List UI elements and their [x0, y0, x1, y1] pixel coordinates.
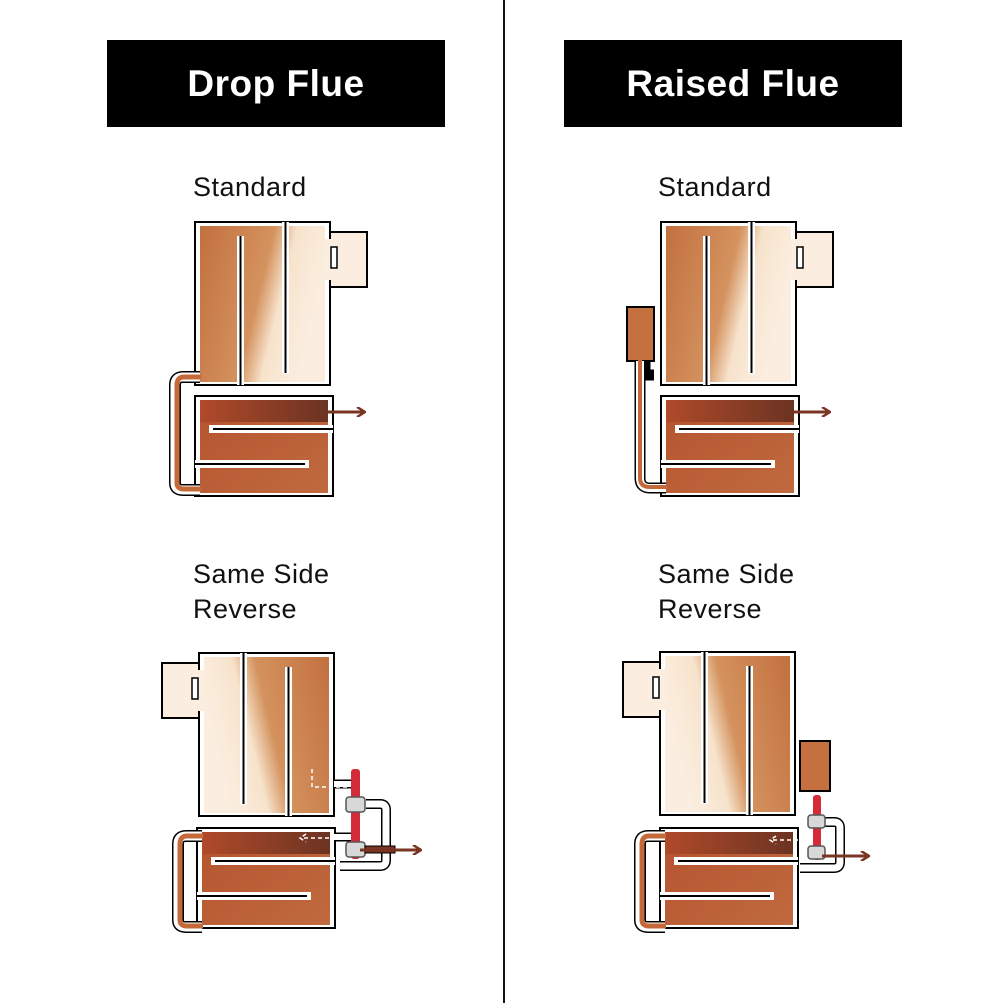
raised-flue-standard-diagram — [626, 221, 834, 497]
valve-icon — [807, 814, 826, 829]
drop-flue-standard-diagram — [169, 221, 368, 497]
raised-flue-reverse-diagram — [622, 651, 868, 933]
raised-reverse-label-2: Reverse — [658, 594, 763, 624]
valve-icon — [345, 796, 366, 813]
cylinder-coil — [196, 827, 336, 929]
raised-reverse-label-1: Same Side — [658, 559, 795, 589]
cylinder-top — [194, 221, 368, 386]
cylinder-coil — [194, 395, 334, 497]
drop-flue-title: Drop Flue — [107, 40, 445, 127]
cylinder-top — [660, 221, 834, 386]
drop-reverse-label-1: Same Side — [193, 559, 330, 589]
column-divider — [503, 0, 505, 1003]
drop-flue-reverse-diagram — [161, 652, 420, 933]
cylinder-coil — [660, 395, 800, 497]
drop-standard-label: Standard — [193, 172, 307, 202]
drop-reverse-label-2: Reverse — [193, 594, 298, 624]
raised-standard-label: Standard — [658, 172, 772, 202]
flue-box — [799, 740, 831, 792]
valve-icon — [807, 845, 826, 860]
cylinder-coil — [659, 827, 799, 929]
flue-box — [626, 306, 655, 362]
valve-pipe — [351, 769, 360, 859]
raised-flue-title: Raised Flue — [564, 40, 902, 127]
